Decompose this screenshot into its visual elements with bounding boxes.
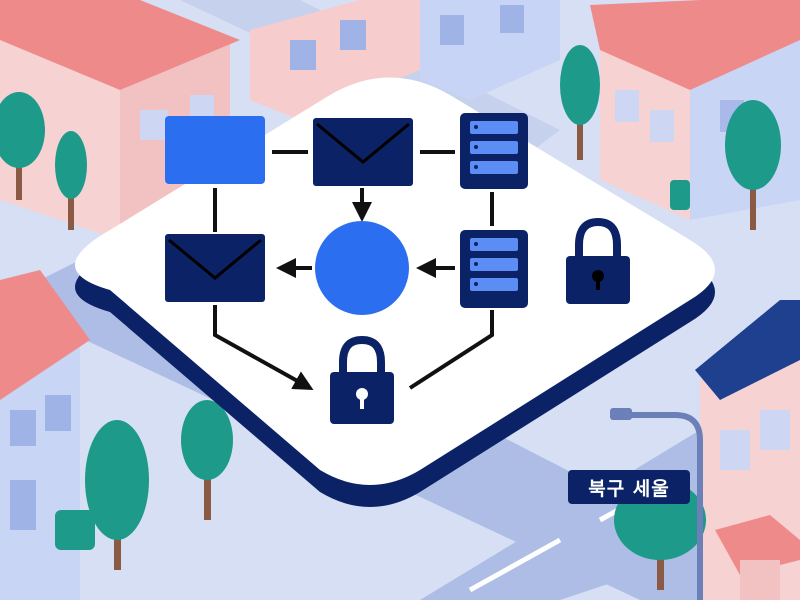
connector-mail-lock xyxy=(213,305,314,390)
server-icon xyxy=(460,230,528,308)
house-bottom-right xyxy=(695,300,800,600)
lock-icon xyxy=(330,335,394,424)
connectors xyxy=(213,150,494,390)
server-icon xyxy=(460,113,528,189)
mail-icon xyxy=(165,234,265,302)
mail-icon xyxy=(313,118,413,186)
trees xyxy=(0,45,781,590)
street-sign: 북구 세울 xyxy=(568,470,690,504)
document-icon xyxy=(165,116,265,184)
house-top-center xyxy=(250,0,560,120)
street-lamp xyxy=(610,408,703,600)
globe-node-icon xyxy=(315,221,409,315)
connector-server-lock xyxy=(408,310,494,390)
lock-icon xyxy=(566,217,630,304)
